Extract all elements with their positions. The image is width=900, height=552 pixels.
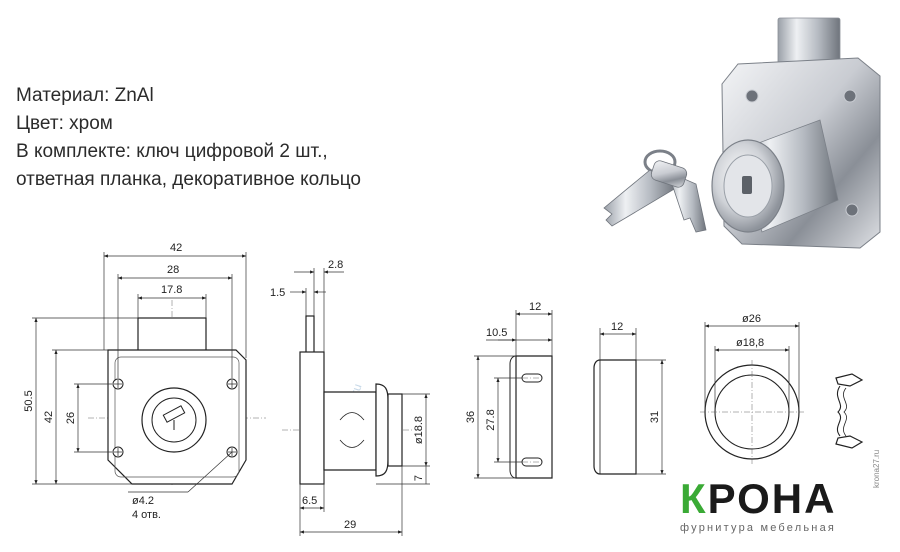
brand-logo: КРОНА фурнитура мебельная <box>680 478 837 535</box>
ring-dia-26: ø26 <box>742 313 761 325</box>
ring-front-view: ø26 ø18,8 <box>700 313 804 464</box>
hole-count: 4 отв. <box>132 509 161 521</box>
dim-42-top: 42 <box>170 242 182 254</box>
ring-side-dim-12: 12 <box>611 321 623 333</box>
dim-18-8: ø18.8 <box>413 416 425 444</box>
side-view: 2.8 1.5 ø18.8 7 6.5 29 <box>270 259 430 536</box>
strike-dim-27-8: 27.8 <box>485 409 497 430</box>
strike-dim-10-5: 10.5 <box>486 327 507 339</box>
brand-subtitle: фурнитура мебельная <box>680 522 837 534</box>
dim-26: 26 <box>65 412 77 424</box>
ring-side-dim-31: 31 <box>649 411 661 423</box>
dim-42-left: 42 <box>43 411 55 423</box>
spec-kit-line1: В комплекте: ключ цифровой 2 шт., <box>16 141 328 162</box>
hole-dia: ø4.2 <box>132 495 154 507</box>
dim-28: 28 <box>167 264 179 276</box>
strike-plate: 12 10.5 36 27.8 <box>465 301 553 479</box>
dim-6-5: 6.5 <box>302 495 317 507</box>
strike-dim-12: 12 <box>529 301 541 313</box>
spec-list: Материал: ZnAl Цвет: хром В комплекте: к… <box>16 82 361 194</box>
clip-profile <box>835 373 864 449</box>
dim-29: 29 <box>344 519 356 531</box>
ring-dia-18-8: ø18,8 <box>736 337 764 349</box>
strike-dim-36: 36 <box>465 411 477 423</box>
dim-1-5: 1.5 <box>270 287 285 299</box>
brand-first-letter: К <box>680 475 708 522</box>
dim-2-8: 2.8 <box>328 259 343 271</box>
dim-50-5: 50.5 <box>23 390 35 411</box>
brand-name-rest: РОНА <box>707 475 837 522</box>
brand-name: КРОНА <box>680 478 836 520</box>
spec-material: Материал: ZnAl <box>16 85 154 106</box>
front-view: 42 28 17.8 50.5 42 26 ø4.2 4 отв. <box>23 242 266 521</box>
brand-site: krona27.ru <box>872 449 881 488</box>
product-photo <box>603 17 881 249</box>
spec-kit-line2: ответная планка, декоративное кольцо <box>16 169 361 190</box>
dim-7: 7 <box>413 475 425 481</box>
dim-17-8: 17.8 <box>161 284 182 296</box>
spec-color: Цвет: хром <box>16 113 113 134</box>
ring-side-view: 12 31 <box>593 321 666 475</box>
